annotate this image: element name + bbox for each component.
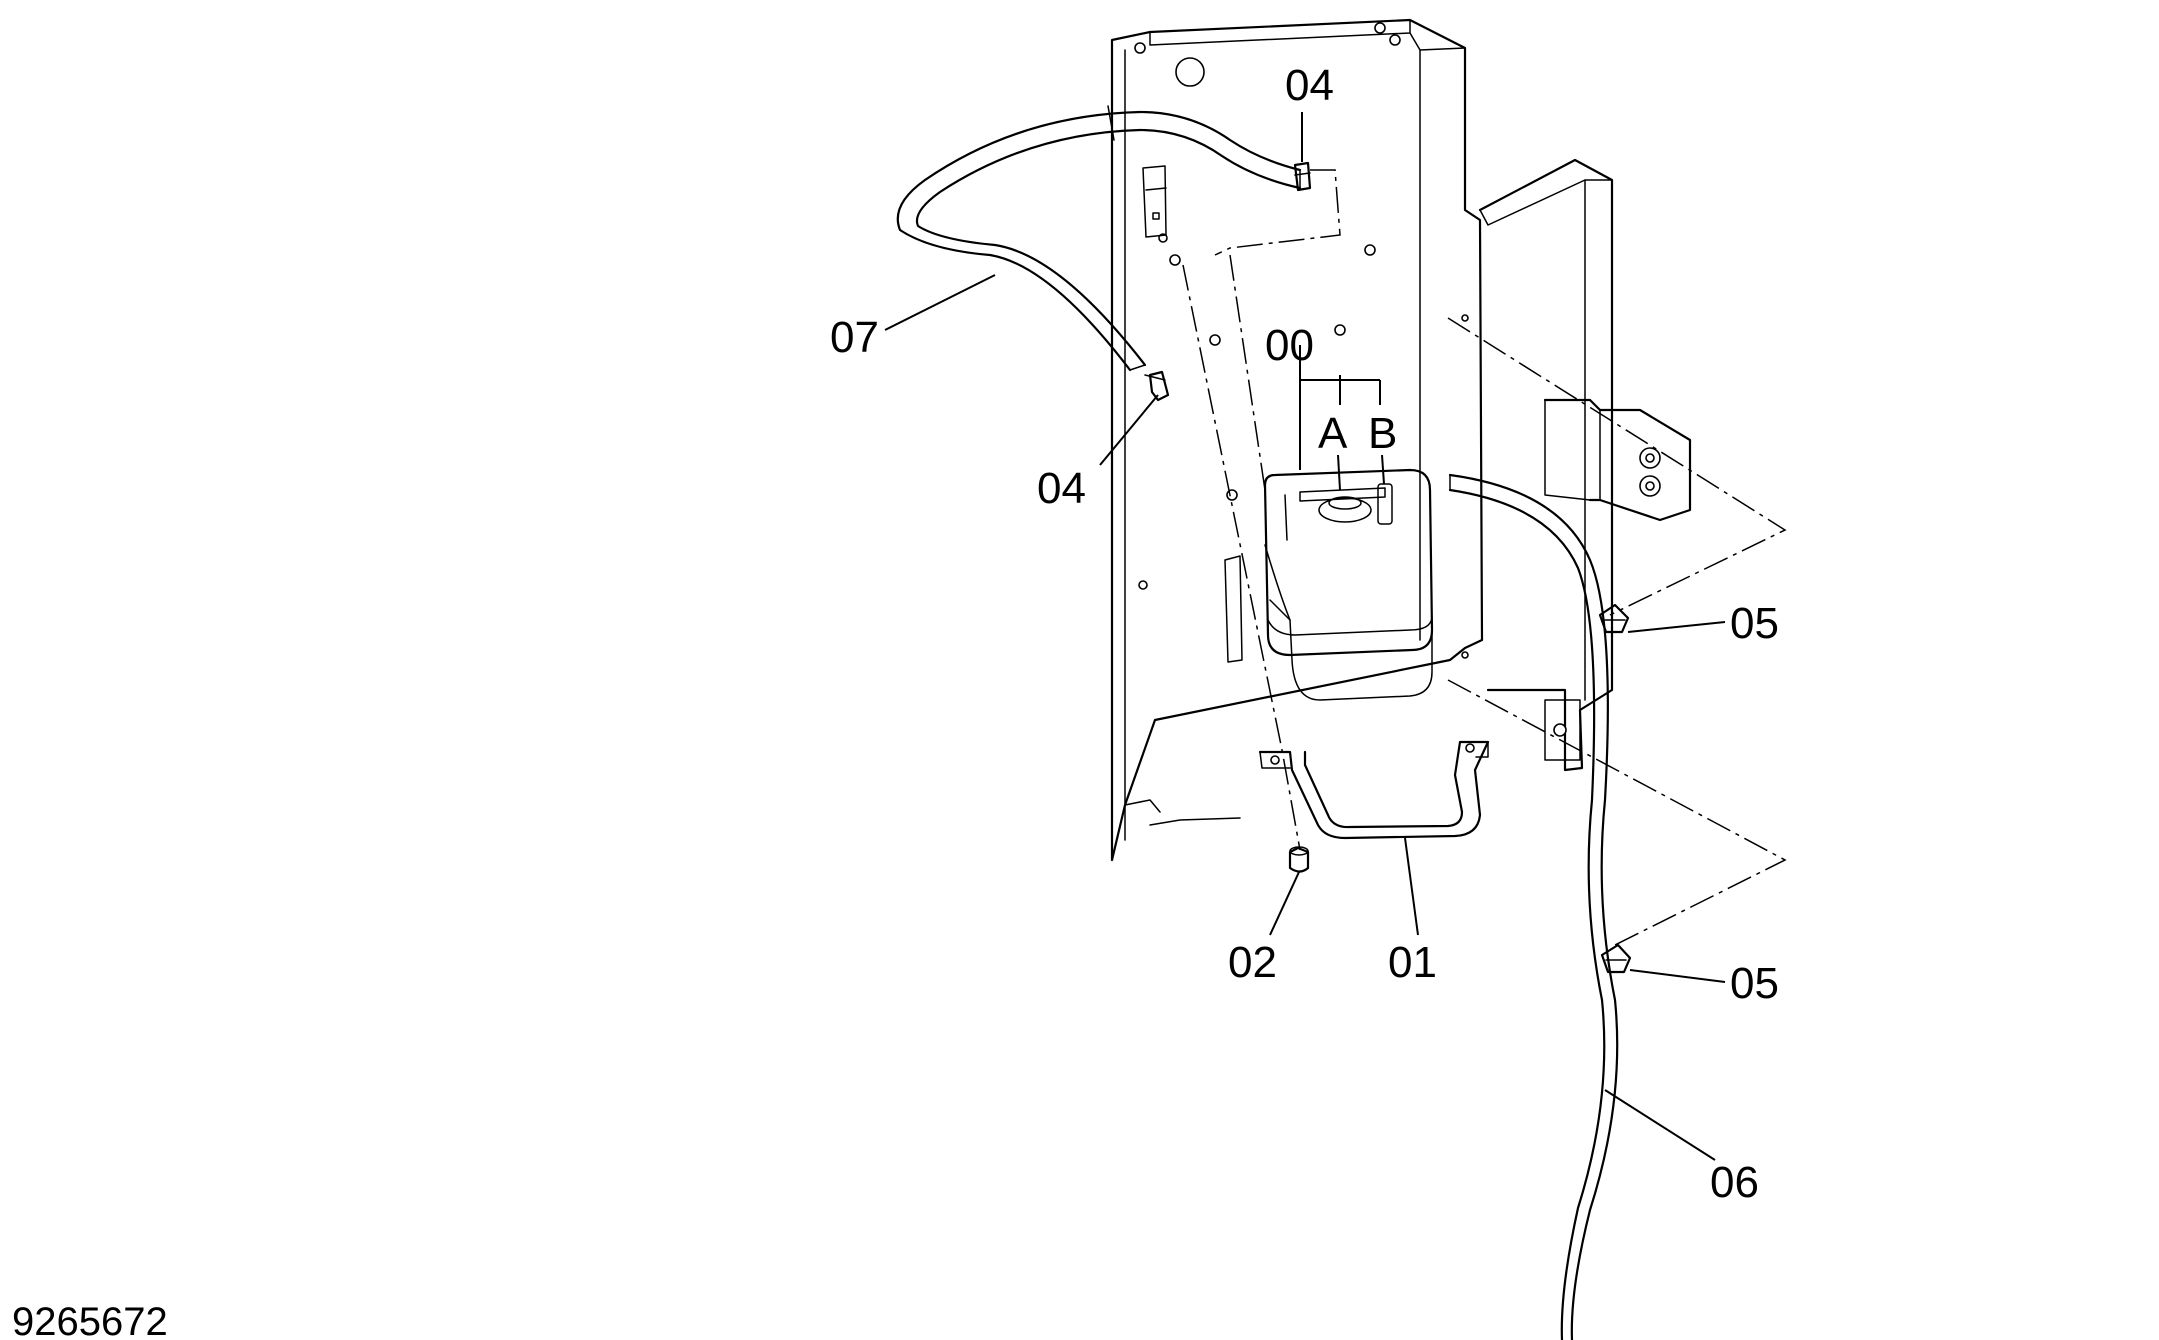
callout-06: 06 xyxy=(1710,1158,1759,1207)
long-hose xyxy=(1448,473,1619,1340)
callout-07: 07 xyxy=(830,313,879,362)
installation-lines xyxy=(1182,169,1787,946)
hose-clamp-upper xyxy=(1598,603,1630,634)
callout-04-upper: 04 xyxy=(1285,61,1334,110)
lower-clip xyxy=(1144,370,1170,402)
callout-04-lower: 04 xyxy=(1037,464,1086,513)
mounting-panel xyxy=(1110,18,1484,862)
callout-00: 00 xyxy=(1265,321,1314,370)
drawing-number: 9265672 xyxy=(12,1300,168,1340)
callout-05-upper: 05 xyxy=(1730,599,1779,648)
callout-01: 01 xyxy=(1388,938,1437,987)
leader-lines xyxy=(884,112,1726,1161)
callout-b: B xyxy=(1368,409,1397,458)
reservoir-tank xyxy=(1263,468,1434,701)
bolt xyxy=(1288,846,1310,873)
short-hose xyxy=(896,105,1302,372)
callout-a: A xyxy=(1318,409,1348,458)
callout-02: 02 xyxy=(1228,938,1277,987)
callout-05-lower: 05 xyxy=(1730,959,1779,1008)
callout-labels: 04 00 A B 07 04 05 05 06 02 01 xyxy=(830,61,1779,1207)
upper-clip xyxy=(1293,161,1312,192)
hose-clamp-lower xyxy=(1600,943,1632,974)
strap-band xyxy=(1258,740,1490,840)
side-frame xyxy=(1461,158,1692,772)
